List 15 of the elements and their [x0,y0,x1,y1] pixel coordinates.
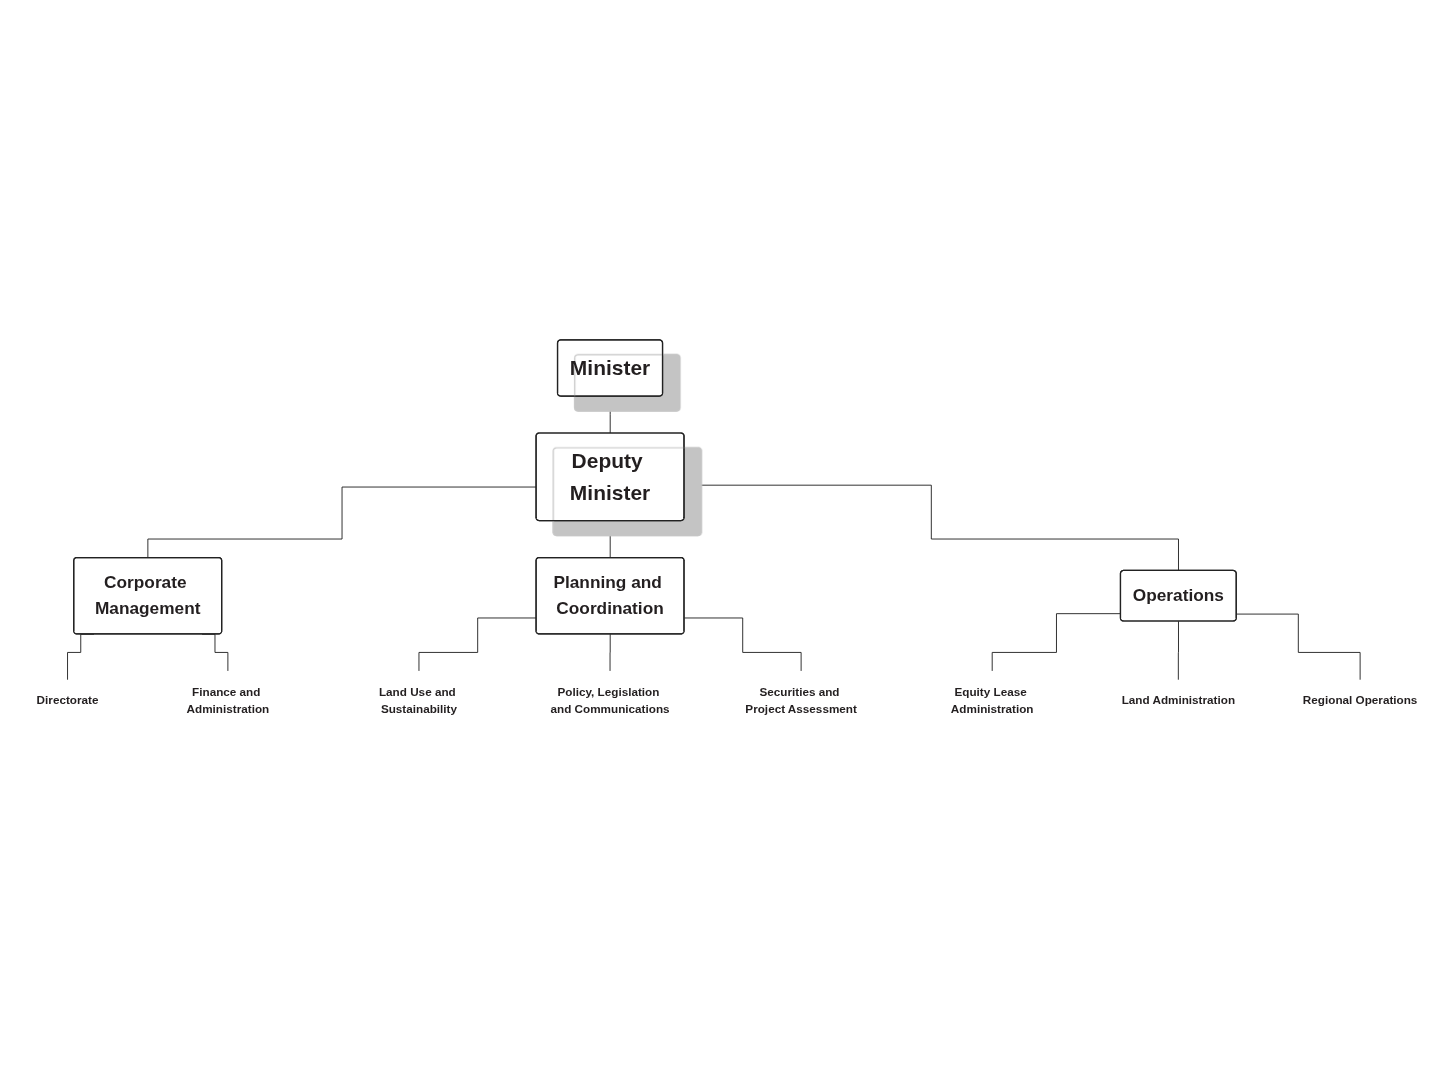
node-text: Finance and Administration [186,684,269,716]
node-text: Securities and Project Assessment [744,684,857,716]
node-text: Land Use and Sustainability [378,684,457,716]
node-text: Land Administration [1121,693,1235,707]
node-text: Equity Lease Administration [950,684,1033,716]
connector [1235,613,1361,680]
node-text: Regional Operations [1302,693,1417,707]
connector [1177,620,1179,680]
node-text: Directorate [36,693,98,707]
connector [609,395,611,434]
node-text: Policy, Legislation and Communications [550,684,670,716]
connector [609,633,611,672]
connector [609,520,611,558]
connector [683,617,802,672]
connector [683,484,1179,571]
